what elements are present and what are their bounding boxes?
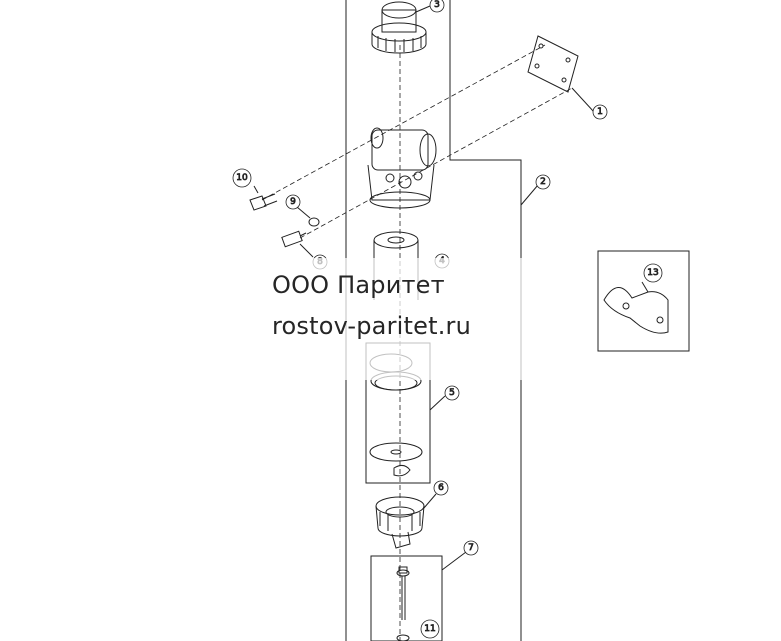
callout-3: 3 — [429, 0, 445, 13]
part-3-leader — [415, 5, 431, 13]
part-8-screw — [281, 230, 314, 258]
watermark-backdrop — [246, 258, 533, 380]
svg-text:10: 10 — [236, 173, 248, 183]
part-3-cap — [371, 1, 427, 54]
callout-2: 2 — [535, 174, 551, 190]
callout-6: 6 — [433, 480, 449, 496]
part-1-plate — [527, 35, 595, 113]
svg-text:2: 2 — [540, 177, 546, 187]
svg-text:13: 13 — [647, 268, 658, 278]
part-6-bowl — [375, 493, 437, 549]
part-13-clamp-box — [597, 250, 690, 352]
svg-text:7: 7 — [468, 543, 474, 553]
watermark-company-name: ООО Паритет — [272, 271, 445, 299]
part-7-drain-kit — [370, 551, 467, 641]
callout-13: 13 — [643, 263, 663, 283]
callout-7: 7 — [463, 540, 479, 556]
svg-text:11: 11 — [424, 624, 435, 634]
callout-10: 10 — [232, 168, 252, 188]
watermark-website: rostov-paritet.ru — [272, 312, 472, 340]
guide-line-bolt-10 — [261, 44, 546, 201]
callout-11: 11 — [420, 619, 440, 639]
guide-line-bolt-8 — [299, 87, 573, 239]
callout-5: 5 — [444, 385, 460, 401]
frame-outline-right — [449, 0, 522, 641]
svg-text:9: 9 — [290, 197, 296, 207]
svg-text:5: 5 — [449, 388, 455, 398]
callout-1: 1 — [592, 104, 608, 120]
filter-head-assembly — [367, 127, 437, 209]
part-2-leader — [520, 184, 539, 206]
svg-text:6: 6 — [438, 483, 444, 493]
callout-9: 9 — [285, 194, 301, 210]
svg-text:3: 3 — [434, 0, 440, 10]
svg-text:1: 1 — [597, 107, 603, 117]
part-9-washer — [296, 206, 320, 227]
part-10-bolt — [249, 185, 278, 211]
